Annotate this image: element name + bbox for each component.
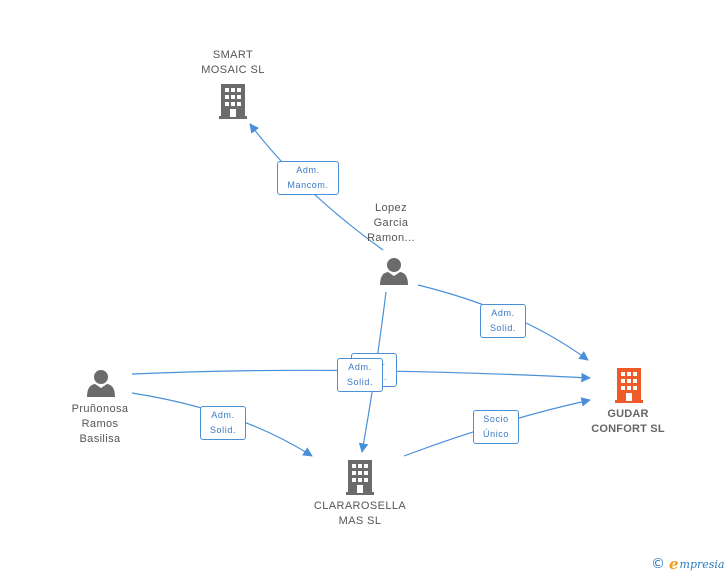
person-icon[interactable] [380,258,408,285]
node-label-gudar-confort[interactable]: GUDAR CONFORT SL [591,408,665,435]
node-label-smart-mosaic[interactable]: SMART MOSAIC SL [201,49,265,76]
edge-label-prunonosa-to-gudar: Adm. Solid. [337,358,383,392]
node-label-prunonosa[interactable]: Pruñonosa Ramos Basilisa [71,403,129,445]
copyright-icon: © [651,556,665,572]
building-icon[interactable] [346,460,374,495]
building-icon[interactable] [615,368,643,403]
building-icon[interactable] [219,84,247,119]
edge-label-prunonosa-to-clararosella: Adm. Solid. [200,406,246,440]
brand-logo-initial: e [669,555,679,573]
edge-label-lopez-to-smart: Adm. Mancom. [277,161,339,195]
node-label-clararosella[interactable]: CLARAROSELLA MAS SL [313,500,407,527]
brand-logo-text: mpresia [679,557,725,571]
footer-brand[interactable]: © e mpresia [651,555,725,573]
node-label-lopez-garcia[interactable]: Lopez Garcia Ramon... [367,202,415,244]
edge-label-clararosella-to-gudar: Socio Único [473,410,519,444]
person-icon[interactable] [87,370,115,397]
edge-label-lopez-to-gudar: Adm. Solid. [480,304,526,338]
